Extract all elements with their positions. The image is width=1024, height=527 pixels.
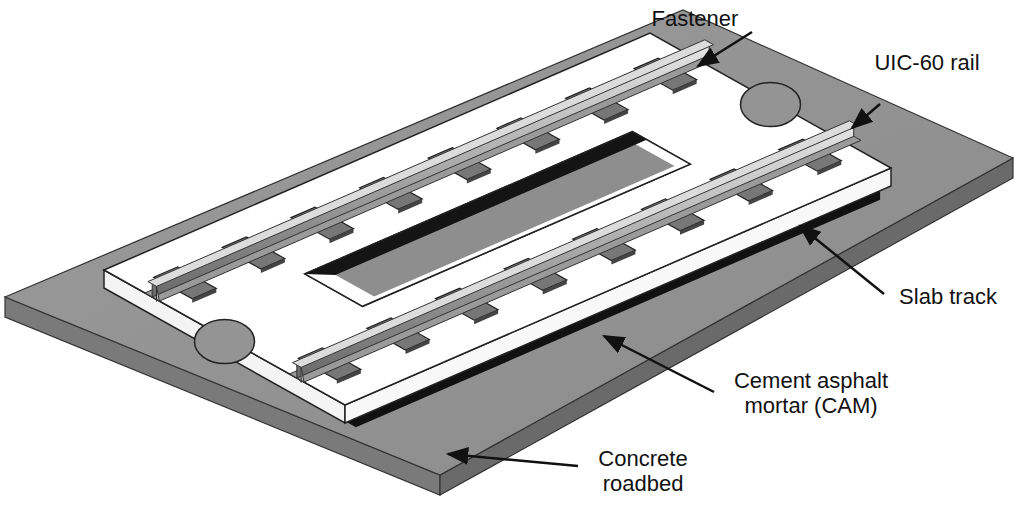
- rail-head: [293, 121, 859, 368]
- fastener-side: [749, 191, 773, 205]
- opening-wall: [305, 274, 379, 306]
- fastener-side: [337, 369, 361, 383]
- fastener-side: [604, 110, 628, 124]
- fastener-side: [673, 80, 697, 94]
- fastener-side: [474, 310, 498, 324]
- part-label: UIC-60 rail: [872, 50, 982, 75]
- part-label: Concrete roadbed: [578, 446, 708, 496]
- fastener-side: [467, 169, 491, 183]
- part-label: Slab track: [888, 284, 1008, 309]
- leader-line: [698, 32, 752, 66]
- fastener-side: [261, 259, 285, 273]
- fastener-side: [611, 250, 635, 264]
- rail-head: [148, 40, 714, 287]
- leader-line: [604, 336, 714, 392]
- slab-track: [104, 33, 891, 405]
- fastener-side: [398, 199, 422, 213]
- fastener-side: [406, 340, 430, 354]
- slab-notch: [741, 83, 801, 127]
- fastener-side: [192, 288, 216, 302]
- rail-end: [301, 367, 304, 382]
- leader-line: [852, 104, 880, 128]
- fastener-side: [543, 280, 567, 294]
- fastener-side: [817, 161, 841, 175]
- fastener-side: [330, 229, 354, 243]
- rail-end: [156, 286, 159, 301]
- slab-notch: [195, 320, 255, 364]
- fastener-side: [535, 139, 559, 153]
- concrete-roadbed: [5, 10, 1013, 475]
- fastener-side: [680, 220, 704, 234]
- part-label: Fastener: [640, 6, 750, 31]
- part-label: Cement asphalt mortar (CAM): [706, 368, 916, 418]
- leader-line: [800, 226, 884, 294]
- leader-line: [448, 454, 578, 466]
